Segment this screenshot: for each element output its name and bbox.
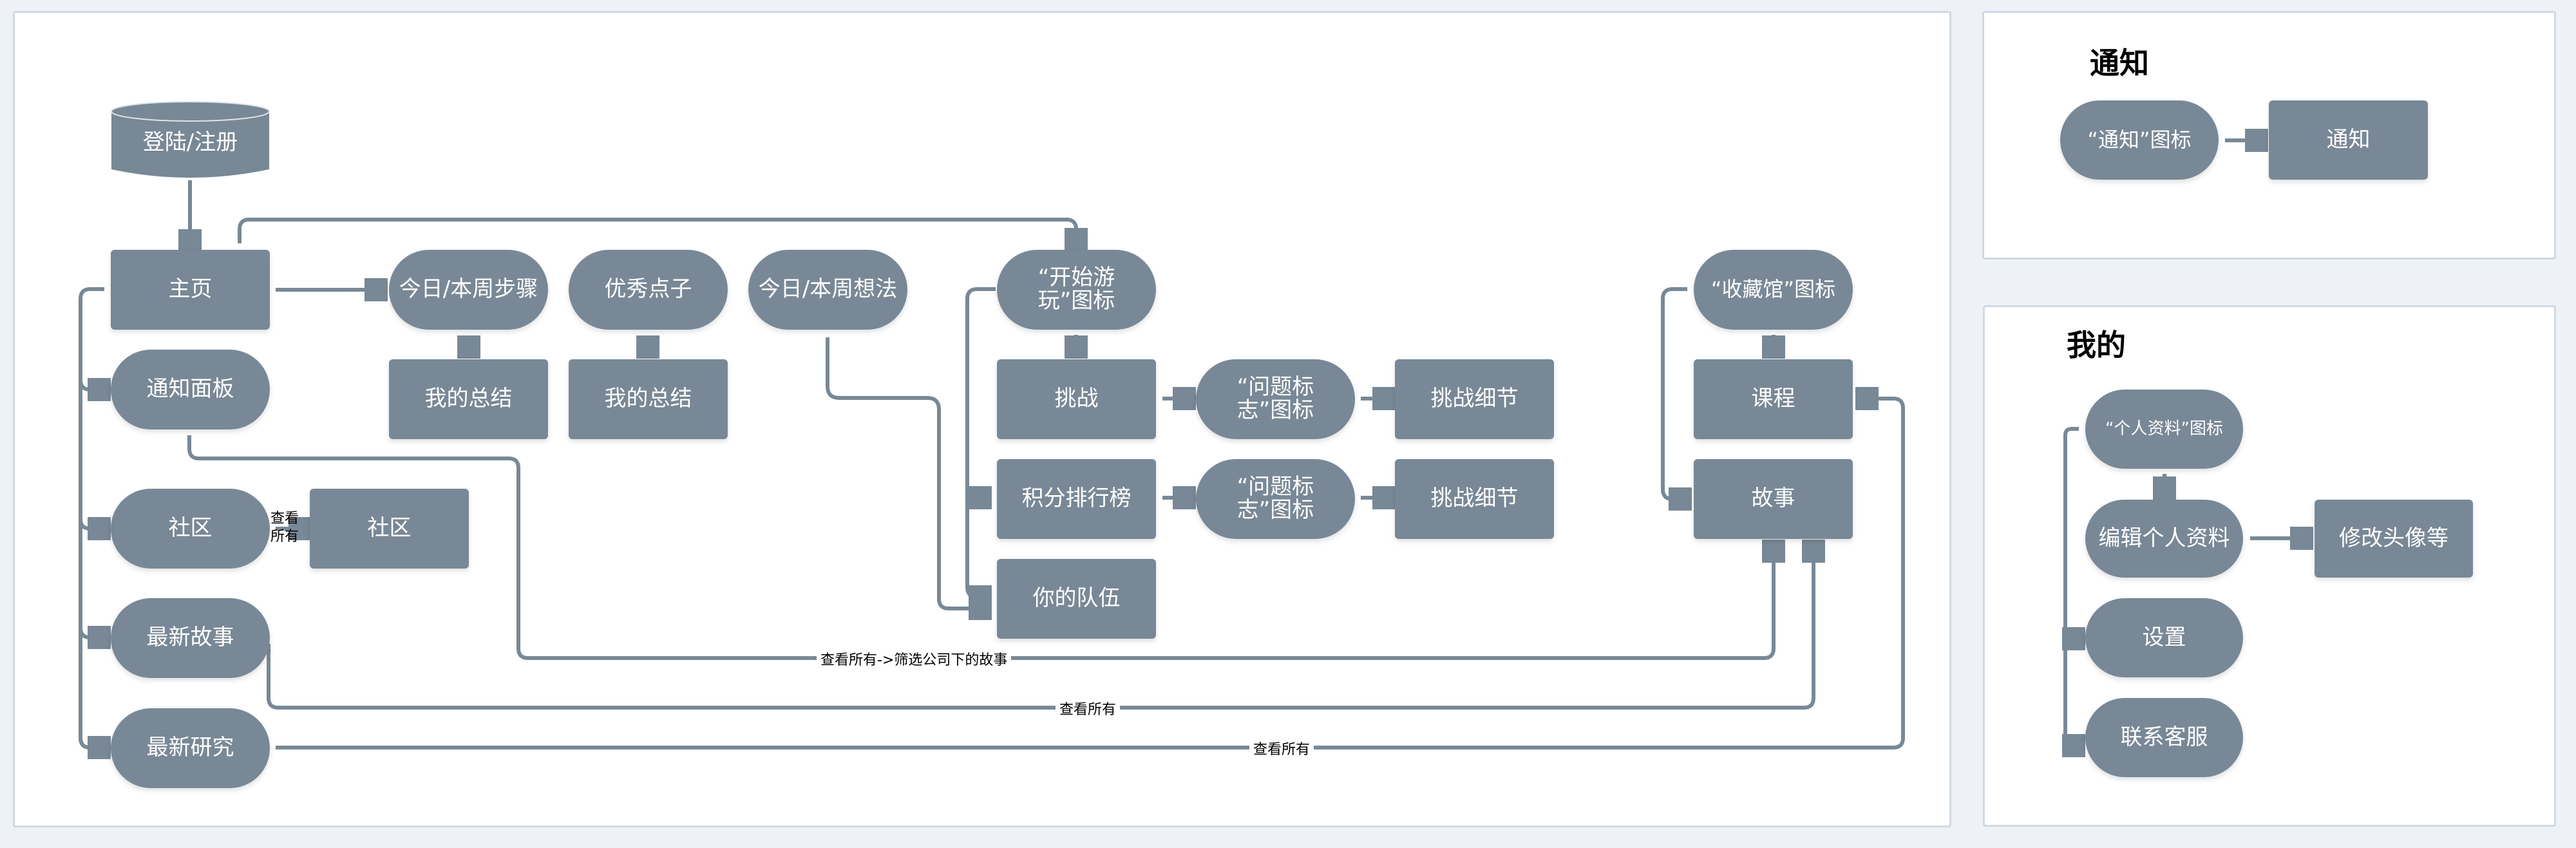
edge-label-filter: 查看所有->筛选公司下的故事 xyxy=(817,648,1012,669)
edge-label-view-all-1: 查看所有 xyxy=(1056,698,1121,719)
login-node[interactable]: 登陆/注册 xyxy=(111,101,270,181)
edit-avatar-node[interactable]: 修改头像等 xyxy=(2315,500,2473,578)
start-play-icon-node[interactable]: “开始游玩”图标 xyxy=(997,250,1156,330)
your-team-node[interactable]: 你的队伍 xyxy=(997,559,1156,639)
main-flow-panel xyxy=(13,11,1951,827)
view-all-line2: 所有 xyxy=(270,529,299,545)
home-node[interactable]: 主页 xyxy=(111,250,270,330)
community-node[interactable]: 社区 xyxy=(111,489,270,569)
notification-target-node[interactable]: 通知 xyxy=(2269,100,2428,180)
question-flag-icon-node-2[interactable]: “问题标志”图标 xyxy=(1196,459,1355,539)
question-flag-icon-node-1[interactable]: “问题标志”图标 xyxy=(1196,359,1355,439)
courses-node[interactable]: 课程 xyxy=(1694,359,1853,439)
my-summary-node-2[interactable]: 我的总结 xyxy=(569,359,728,439)
contact-support-node[interactable]: 联系客服 xyxy=(2085,698,2243,777)
latest-stories-node[interactable]: 最新故事 xyxy=(111,598,270,678)
profile-section-title: 我的 xyxy=(2067,328,2126,363)
login-label: 登陆/注册 xyxy=(142,129,238,155)
latest-research-node[interactable]: 最新研究 xyxy=(111,708,270,788)
community-view-all-label: 查看 所有 xyxy=(269,510,300,546)
notification-icon-node[interactable]: “通知”图标 xyxy=(2060,100,2219,180)
good-ideas-node[interactable]: 优秀点子 xyxy=(569,250,728,330)
my-summary-node-1[interactable]: 我的总结 xyxy=(389,359,548,439)
settings-node[interactable]: 设置 xyxy=(2085,598,2243,677)
community-page-node[interactable]: 社区 xyxy=(310,489,469,569)
stories-node[interactable]: 故事 xyxy=(1694,459,1853,539)
profile-icon-node[interactable]: “个人资料”图标 xyxy=(2085,390,2243,469)
challenge-detail-node-2[interactable]: 挑战细节 xyxy=(1395,459,1554,539)
leaderboard-node[interactable]: 积分排行榜 xyxy=(997,459,1156,539)
edit-profile-node[interactable]: 编辑个人资料 xyxy=(2085,500,2243,578)
daily-steps-node[interactable]: 今日/本周步骤 xyxy=(389,250,548,330)
view-all-line1: 查看 xyxy=(270,511,299,527)
database-cylinder-icon xyxy=(111,101,270,178)
edge-label-view-all-2: 查看所有 xyxy=(1249,738,1314,758)
notification-section-title: 通知 xyxy=(2090,46,2149,80)
collection-icon-node[interactable]: “收藏馆”图标 xyxy=(1694,250,1853,330)
challenge-detail-node-1[interactable]: 挑战细节 xyxy=(1395,359,1554,439)
challenge-node[interactable]: 挑战 xyxy=(997,359,1156,439)
notification-panel-node[interactable]: 通知面板 xyxy=(111,350,270,429)
daily-thoughts-node[interactable]: 今日/本周想法 xyxy=(748,250,907,330)
